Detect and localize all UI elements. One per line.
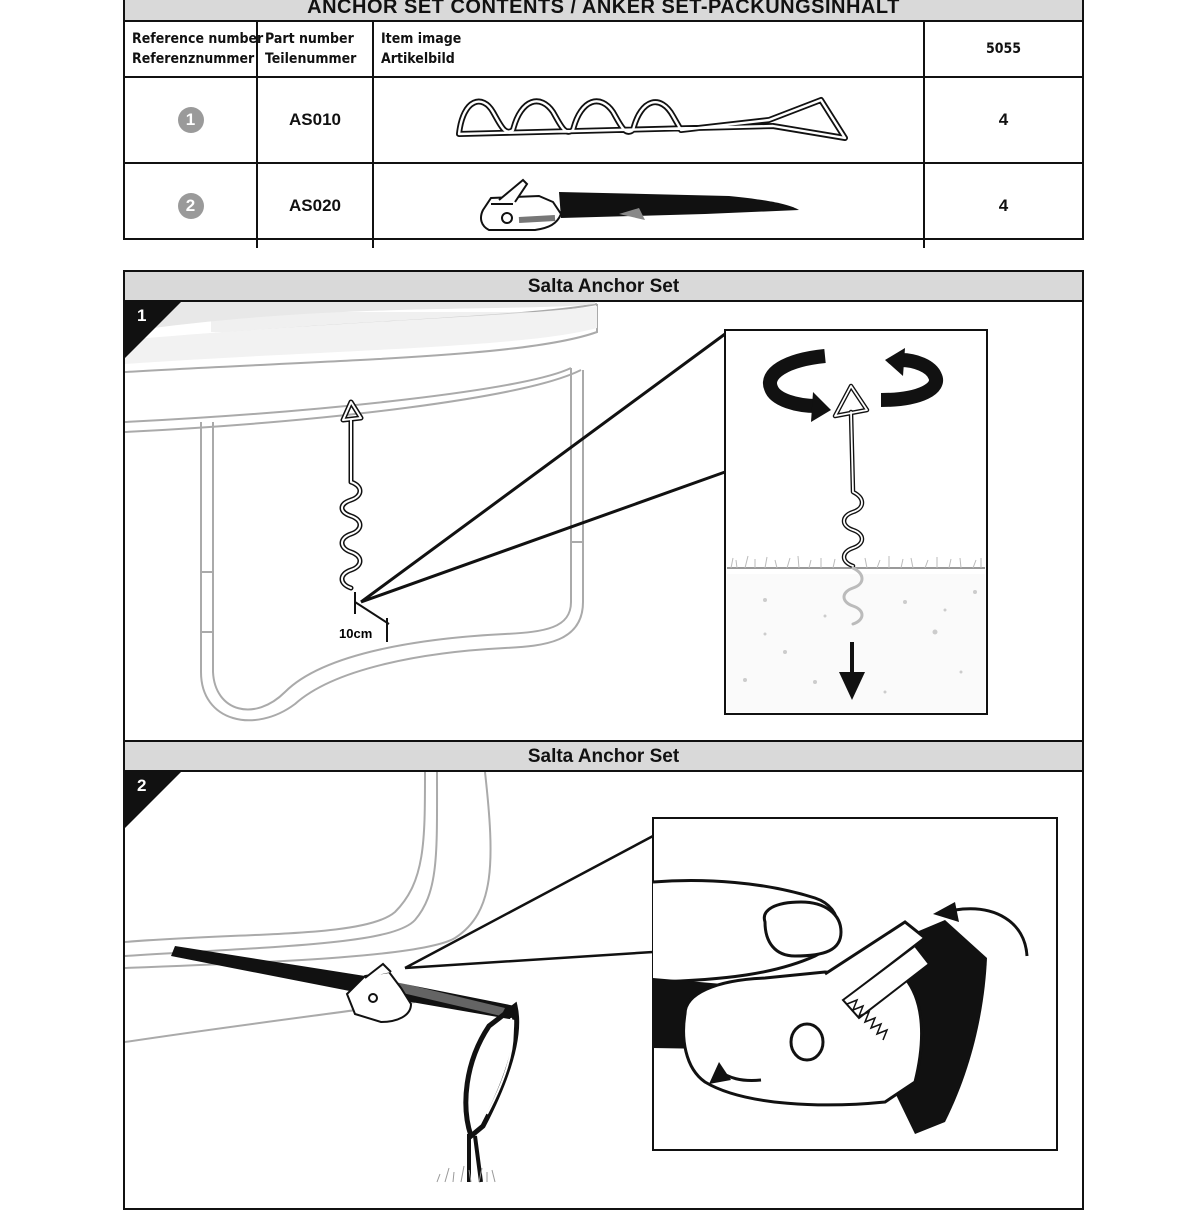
table-row: 2 AS020 4 [125, 163, 1082, 248]
step-2-panel: Salta Anchor Set 2 [123, 740, 1084, 1210]
step-1-illustration: 10cm [125, 272, 988, 722]
step-2-number: 2 [137, 776, 147, 795]
ref-cell: 1 [125, 77, 258, 164]
ref-badge: 1 [177, 107, 204, 133]
part-number: AS010 [257, 77, 374, 164]
step-1-panel: 10cm Salta A [123, 270, 1084, 744]
table-row: 1 AS010 4 [125, 77, 1082, 164]
quantity: 4 [998, 196, 1009, 215]
measurement-label: 10cm [339, 626, 372, 641]
step-number-badge [125, 302, 181, 358]
item-image-cell [373, 163, 925, 248]
ref-header: Reference number Referenznummer [125, 22, 263, 78]
buckle-strap-icon [479, 178, 799, 231]
image-header: Item image Artikelbild [373, 22, 925, 78]
step-1-title: Salta Anchor Set [125, 272, 1082, 302]
step-number-badge [125, 772, 181, 828]
contents-header-row: Reference number Referenznummer Part num… [125, 22, 1082, 78]
contents-title: ANCHOR SET CONTENTS / ANKER SET-PACKUNGS… [125, 0, 1082, 22]
part-header: Part number Teilenummer [257, 22, 374, 78]
step-1-number: 1 [137, 306, 147, 325]
part-number: AS020 [257, 163, 374, 248]
item-image-cell [373, 77, 925, 164]
model-header: 5055 [924, 22, 1082, 78]
quantity: 4 [924, 77, 1082, 164]
ref-cell: 2 [125, 163, 258, 248]
contents-table: ANCHOR SET CONTENTS / ANKER SET-PACKUNGS… [123, 0, 1084, 248]
step-2-illustration [125, 771, 1058, 1183]
ref-badge: 2 [177, 193, 204, 219]
step-2-title: Salta Anchor Set [125, 742, 1082, 772]
spiral-anchor-icon [455, 97, 848, 141]
